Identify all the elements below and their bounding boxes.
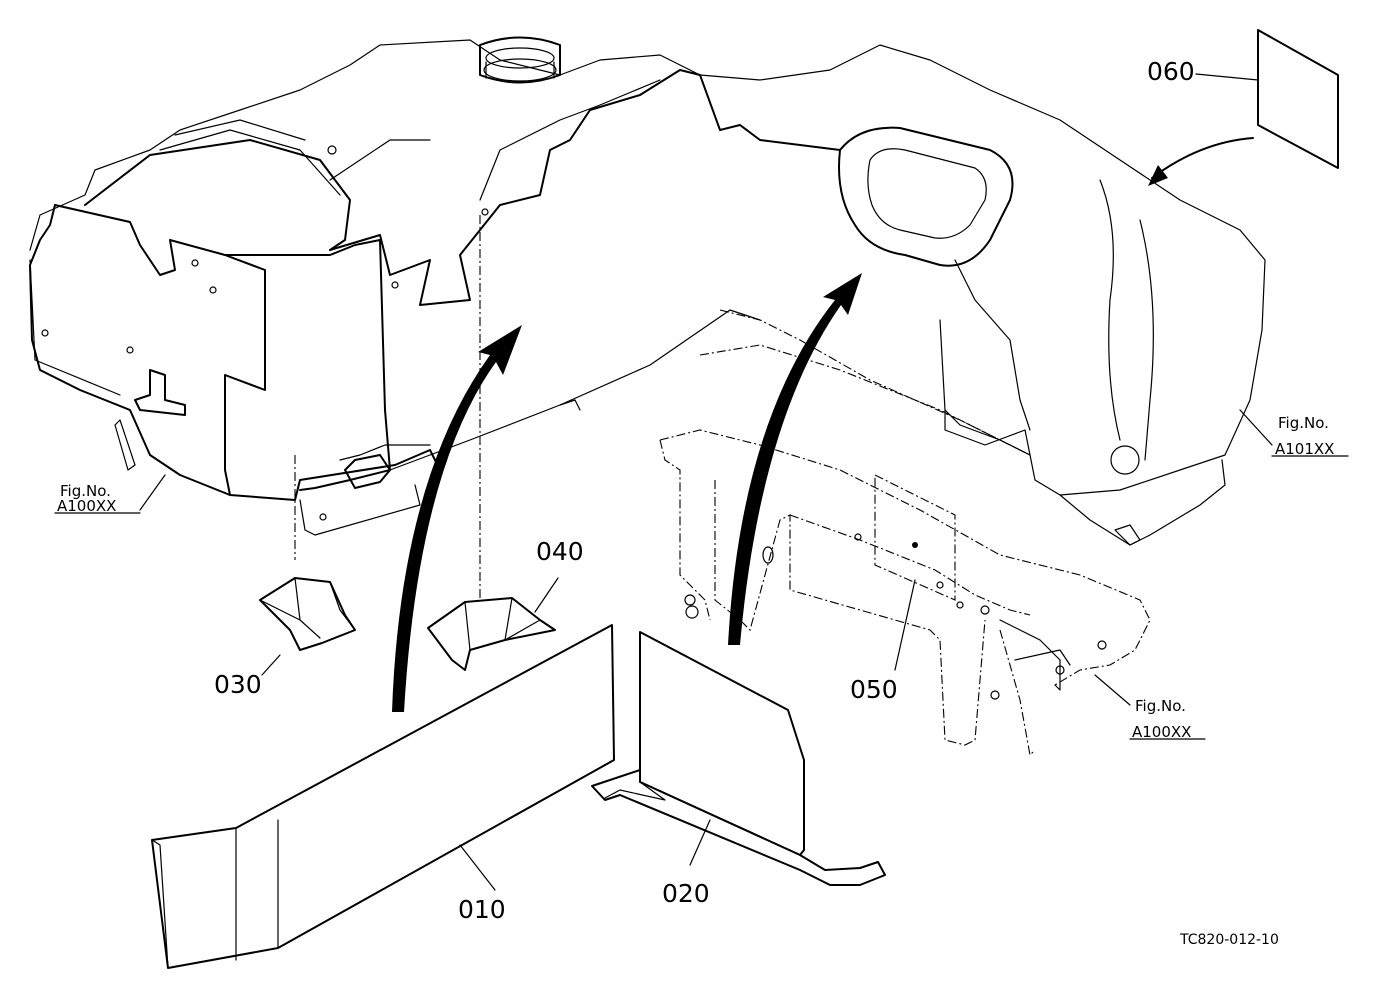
right-fig-label: Fig.No.: [1278, 414, 1329, 432]
part-010-panel: [151, 624, 615, 969]
left-cover-assembly: [29, 204, 761, 620]
fuel-tank: [29, 36, 1266, 546]
drawing-number: TC820-012-10: [1179, 932, 1279, 948]
lower-fig-label: Fig.No.: [1135, 697, 1186, 715]
lower-fig-code: A100XX: [1132, 723, 1191, 741]
ref-leaders: [54, 409, 1349, 740]
callout-040: 040: [536, 537, 584, 566]
callout-010: 010: [458, 895, 506, 924]
install-arrows: [392, 273, 862, 712]
callout-020: 020: [662, 879, 710, 908]
callout-050: 050: [850, 675, 898, 704]
left-fig-label: Fig.No.: [60, 482, 111, 500]
part-020-plate: [591, 631, 886, 886]
part-060-plate: [1148, 29, 1339, 186]
left-fig-code: A100XX: [57, 497, 116, 515]
callout-060: 060: [1147, 57, 1195, 86]
right-fig-code: A101XX: [1275, 440, 1334, 458]
part-040-bracket: [427, 577, 559, 671]
part-030-bracket: [259, 577, 356, 676]
callout-030: 030: [214, 670, 262, 699]
